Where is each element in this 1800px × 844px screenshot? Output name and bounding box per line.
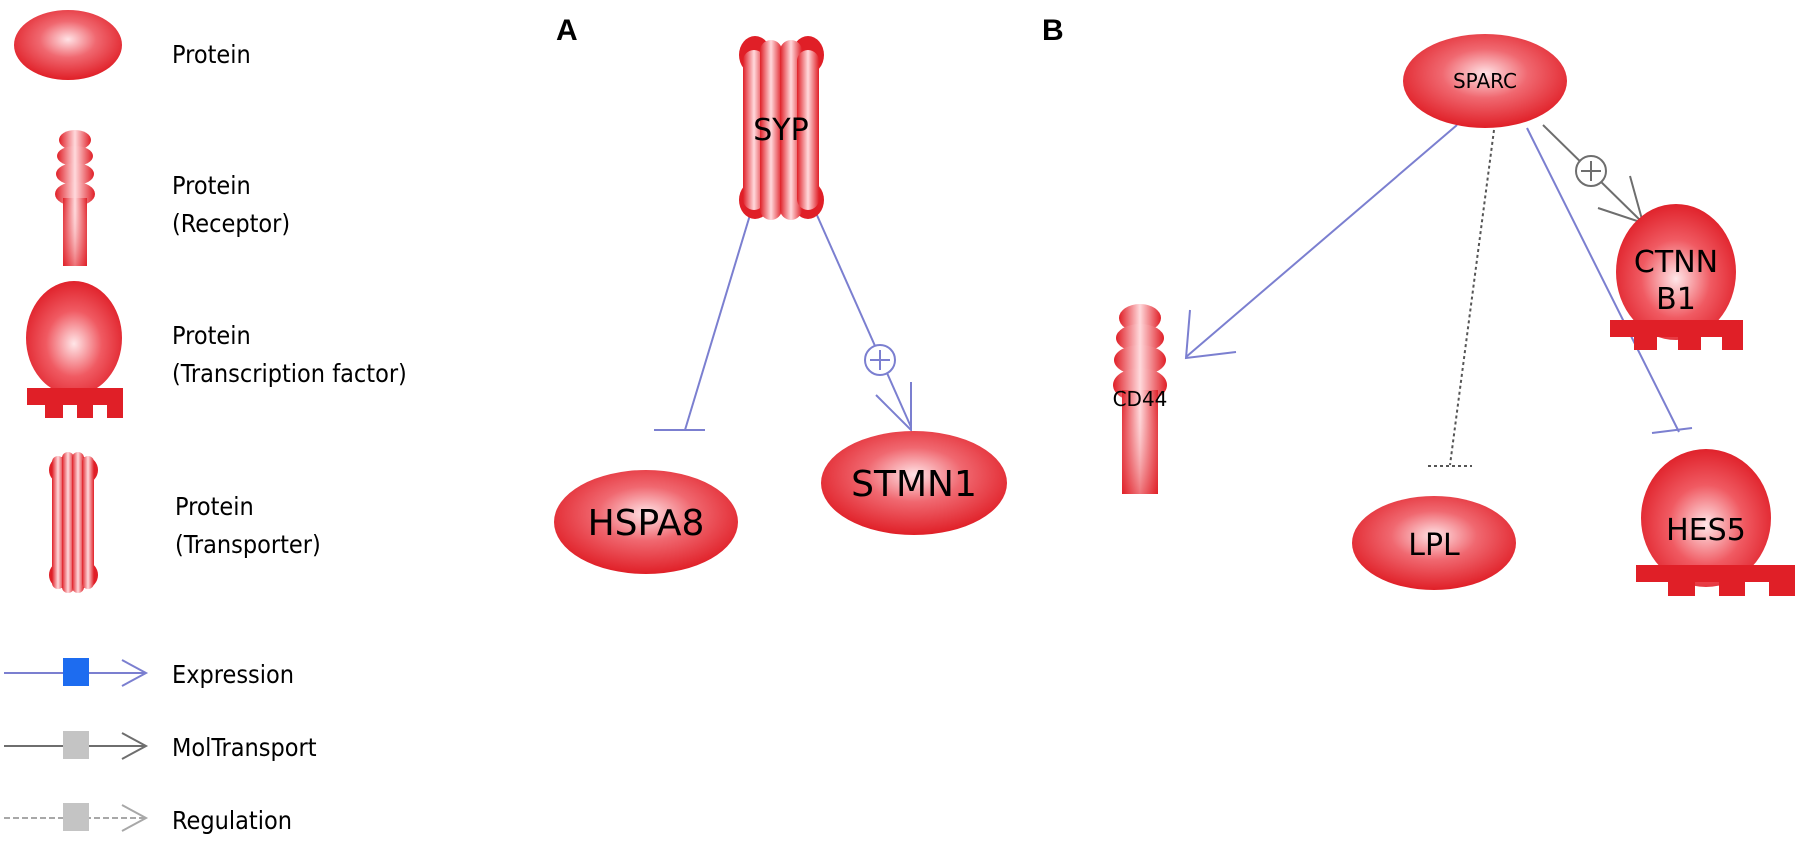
- node-stmn1[interactable]: STMN1: [821, 431, 1007, 535]
- legend-tf-label-1: Protein: [172, 321, 251, 350]
- node-sparc[interactable]: SPARC: [1403, 34, 1567, 128]
- legend-receptor-label-1: Protein: [172, 171, 251, 200]
- panel-label-a: A: [556, 14, 578, 47]
- legend-transporter-icon: [49, 452, 98, 593]
- legend-transporter-label-2: (Transporter): [175, 530, 321, 559]
- node-cd44-label: CD44: [1113, 387, 1168, 411]
- legend-expression-label: Expression: [172, 660, 294, 689]
- legend-protein-icon: [14, 10, 122, 80]
- node-lpl-label: LPL: [1408, 528, 1460, 563]
- legend-regulation-arrow: [4, 803, 149, 832]
- legend-regulation-label: Regulation: [172, 806, 292, 835]
- node-cd44[interactable]: CD44: [1113, 304, 1168, 494]
- legend-moltransport-arrow: [4, 731, 149, 760]
- panel-b-edges: [1184, 124, 1693, 467]
- legend-receptor-icon: [55, 130, 95, 266]
- node-stmn1-label: STMN1: [851, 464, 977, 505]
- legend: Protein Protein (Receptor) Protein (Tran…: [4, 10, 407, 835]
- node-hes5-label: HES5: [1666, 513, 1746, 548]
- node-hes5[interactable]: HES5: [1636, 449, 1795, 596]
- node-hspa8[interactable]: HSPA8: [554, 470, 738, 574]
- legend-tf-label-2: (Transcription factor): [172, 359, 407, 388]
- panel-a-edges: [654, 204, 912, 433]
- panel-label-b: B: [1042, 14, 1064, 47]
- node-lpl[interactable]: LPL: [1352, 496, 1516, 590]
- node-syp[interactable]: SYP: [739, 36, 824, 220]
- legend-expression-arrow: [4, 658, 149, 687]
- node-ctnnb1-label-2: B1: [1656, 282, 1696, 317]
- node-ctnnb1[interactable]: CTNN B1: [1610, 204, 1743, 350]
- node-hspa8-label: HSPA8: [588, 503, 705, 544]
- legend-transporter-label-1: Protein: [175, 492, 254, 521]
- legend-transcription-factor-icon: [26, 281, 123, 418]
- legend-protein-label: Protein: [172, 40, 251, 69]
- legend-receptor-label-2: (Receptor): [172, 209, 290, 238]
- legend-moltransport-label: MolTransport: [172, 733, 317, 762]
- node-syp-label: SYP: [753, 113, 808, 148]
- node-sparc-label: SPARC: [1453, 69, 1517, 93]
- node-ctnnb1-label-1: CTNN: [1634, 245, 1718, 280]
